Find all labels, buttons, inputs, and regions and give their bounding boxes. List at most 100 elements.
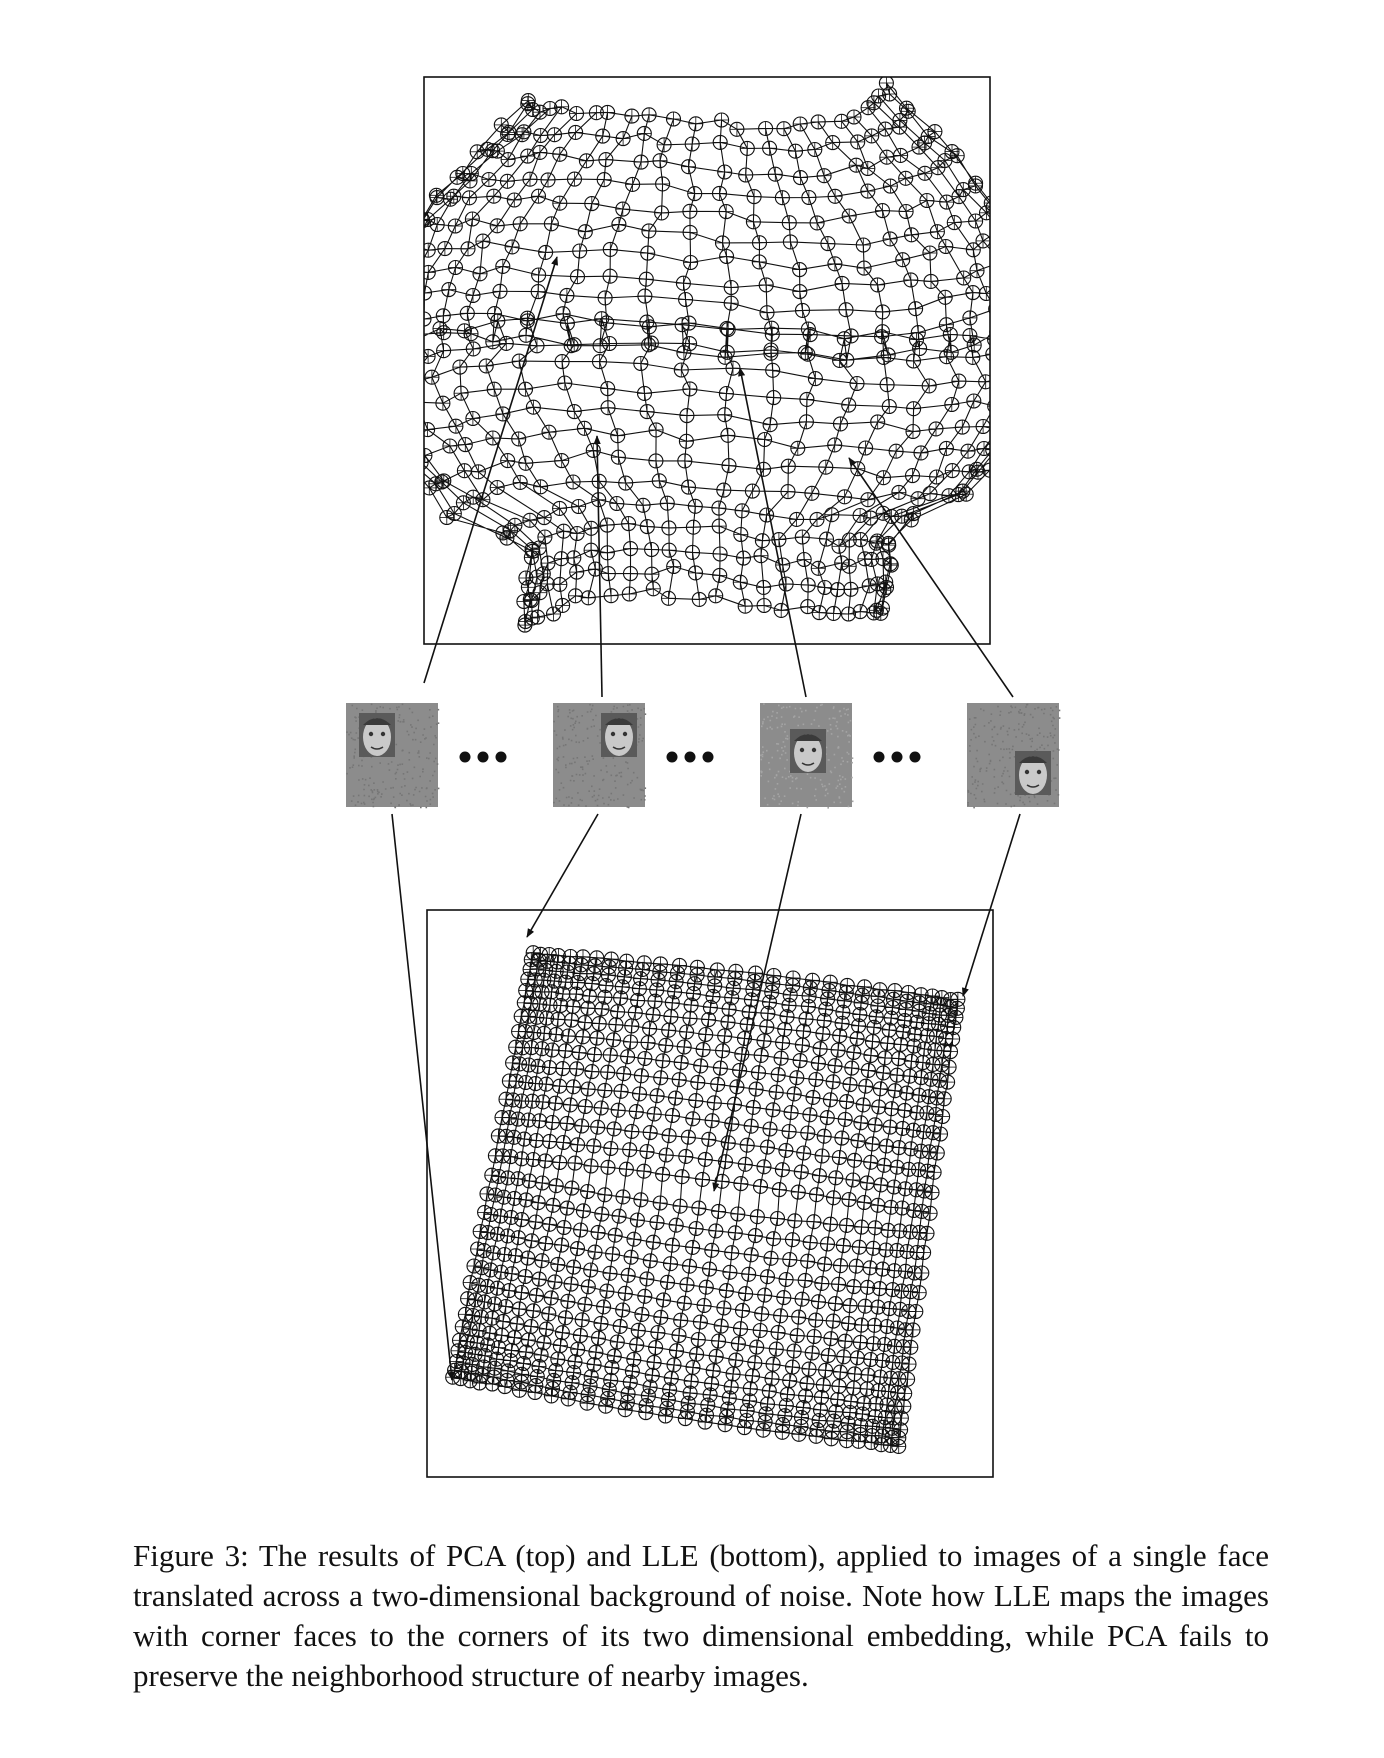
mesh-node [528,1214,544,1230]
mesh-node [773,1308,789,1324]
mesh-node [795,1400,811,1416]
mesh-node [782,1373,798,1389]
mesh-node [861,578,877,594]
mesh-node [506,1129,522,1145]
mesh-node [600,381,616,397]
mesh-node [552,576,568,592]
mesh-node [578,153,594,169]
mesh-node [459,1333,475,1350]
mesh-node [554,1237,570,1253]
mesh-node [461,190,477,206]
mesh-node [538,1235,554,1251]
mesh-node [929,224,945,240]
mesh-node [487,1187,503,1203]
mesh-node [529,1369,545,1385]
mesh-node [718,1409,735,1425]
mesh-node [859,1175,875,1191]
mesh-node [655,1166,671,1182]
mesh-node [872,1281,888,1297]
mesh-node [680,479,697,495]
mesh-node [705,1363,721,1379]
mesh-node [511,431,527,447]
mesh-node [469,144,485,160]
mesh-node [429,216,445,233]
mesh-node [775,557,791,573]
mesh-node [650,1324,666,1341]
mesh-node [640,1388,656,1404]
mesh-node [531,540,547,556]
mesh-node [707,978,723,994]
mesh-node [841,1191,857,1208]
mesh-node [830,1391,846,1408]
mesh-node [819,1236,836,1252]
mesh-node [793,1409,810,1425]
mesh-node [654,205,670,221]
mesh-node [592,338,608,354]
mesh-node [436,343,452,359]
mesh-node [965,242,981,258]
mesh-node [435,395,451,411]
mesh-node [626,1231,642,1247]
mapping-arrow [391,813,455,1381]
face-thumbnail [760,703,854,809]
mesh-node [610,1102,626,1118]
mesh-node [591,1016,607,1032]
mesh-node [500,152,516,168]
mesh-node [949,1000,965,1016]
mesh-node [668,1343,685,1359]
mesh-node [652,1195,668,1211]
mesh-node [718,385,734,402]
mesh-node [483,1206,499,1223]
mesh-node [577,1296,593,1312]
mesh-node [790,440,806,456]
mesh-node [510,1111,526,1127]
mesh-node [449,169,465,185]
mesh-node [774,1424,790,1440]
mesh-node [465,341,481,357]
mesh-node [850,461,866,477]
mesh-node [503,1209,519,1225]
mesh-node [802,1107,818,1123]
mesh-node [658,1037,674,1053]
mesh-node [620,1267,636,1283]
mesh-node [597,290,613,306]
mesh-node [601,1382,617,1398]
mesh-node [548,1363,564,1379]
mesh-node [1003,423,1017,437]
mesh-node [765,362,781,378]
mesh-node [669,965,686,981]
mesh-node [904,468,921,484]
mesh-node [825,135,841,151]
mesh-node [665,111,682,127]
mesh-node [524,592,540,609]
mesh-node [863,1047,879,1064]
mesh-node [955,182,971,198]
mesh-node [424,422,436,438]
mesh-node [686,976,703,992]
mesh-node [641,107,657,123]
mesh-node [555,597,571,613]
mesh-node [597,1187,613,1203]
mesh-node [756,461,772,477]
mesh-nodes [406,77,1017,633]
mesh-node [637,288,653,304]
mesh-node [688,116,704,132]
mesh-node [484,1310,500,1326]
mesh-node [424,348,436,364]
mesh-node [839,1094,855,1110]
mesh-node [406,457,420,471]
mesh-node [814,1148,830,1164]
mesh-node [504,1266,520,1282]
mesh-node [839,1433,855,1449]
mesh-node [525,1151,541,1168]
mesh-node [452,359,468,375]
mesh-node [616,969,632,985]
mesh-node [889,1320,905,1336]
lle-panel [426,909,994,1478]
mesh-node [520,148,536,164]
mesh-node [538,1321,554,1337]
mesh-node [842,1077,858,1093]
ellipsis-dot [702,751,714,763]
mesh-node [580,1387,596,1403]
mesh-node [759,1139,776,1155]
